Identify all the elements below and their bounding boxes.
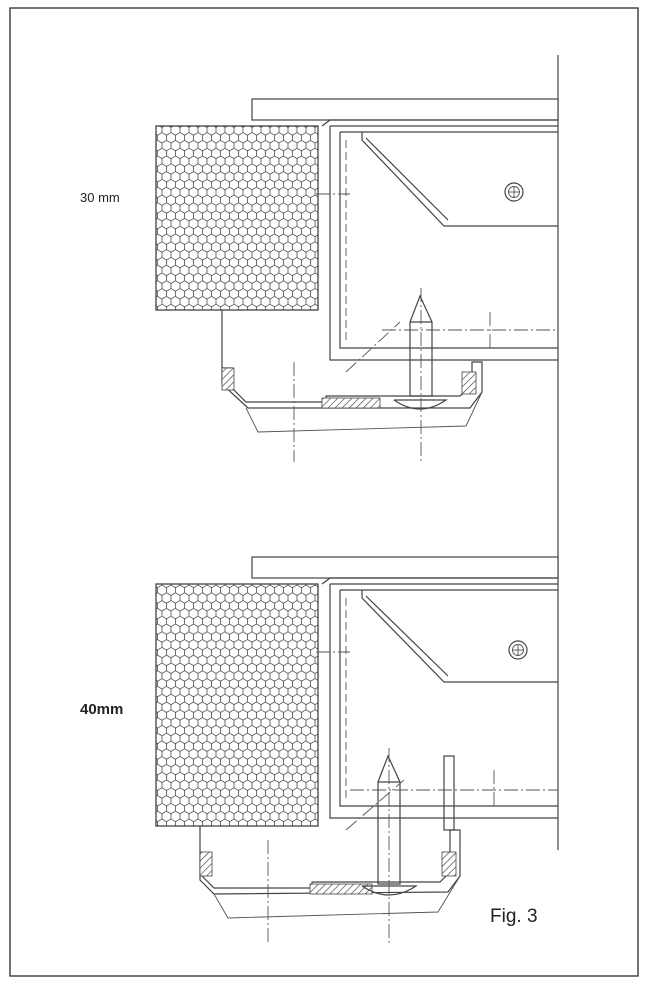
- burner-housing: [361, 132, 558, 227]
- worktop-section: [155, 125, 319, 311]
- glass-top-plate-2: [251, 556, 559, 579]
- bracket-hatch-right-2: [441, 851, 457, 877]
- screw-washer-2: [361, 885, 418, 896]
- centre-line-diagonal: [345, 321, 401, 373]
- bracket-hatch-centre: [321, 397, 381, 409]
- screw-head-icon: [504, 182, 524, 202]
- fixing-bracket: [221, 310, 483, 409]
- thickness-label-30mm: 30 mm: [80, 190, 120, 205]
- figure-caption: Fig. 3: [490, 906, 538, 927]
- glass-top-plate: [251, 98, 559, 121]
- bracket-hatch-left: [221, 367, 235, 391]
- thickness-label-40mm: 40mm: [80, 701, 123, 718]
- hob-frame: [321, 119, 558, 361]
- hob-frame-2: [321, 577, 558, 819]
- retaining-tab: [443, 755, 455, 831]
- bracket-hatch-right: [461, 371, 477, 395]
- detail-40mm: 40mm: [80, 470, 559, 944]
- screw-washer: [393, 399, 448, 410]
- bracket-lower-lip: [245, 391, 483, 433]
- fixing-bracket-2: [199, 826, 461, 895]
- bracket-hatch-left-2: [199, 851, 213, 877]
- worktop-section-2: [155, 583, 319, 827]
- burner-housing-2: [361, 590, 558, 683]
- bracket-lower-lip-2: [213, 875, 461, 919]
- detail-30mm: 30 mm: [80, 55, 559, 470]
- bracket-hatch-centre-2: [309, 883, 373, 895]
- centre-line-diagonal-2: [345, 779, 405, 831]
- screw-head-icon-2: [508, 640, 528, 660]
- page-frame: [9, 7, 639, 977]
